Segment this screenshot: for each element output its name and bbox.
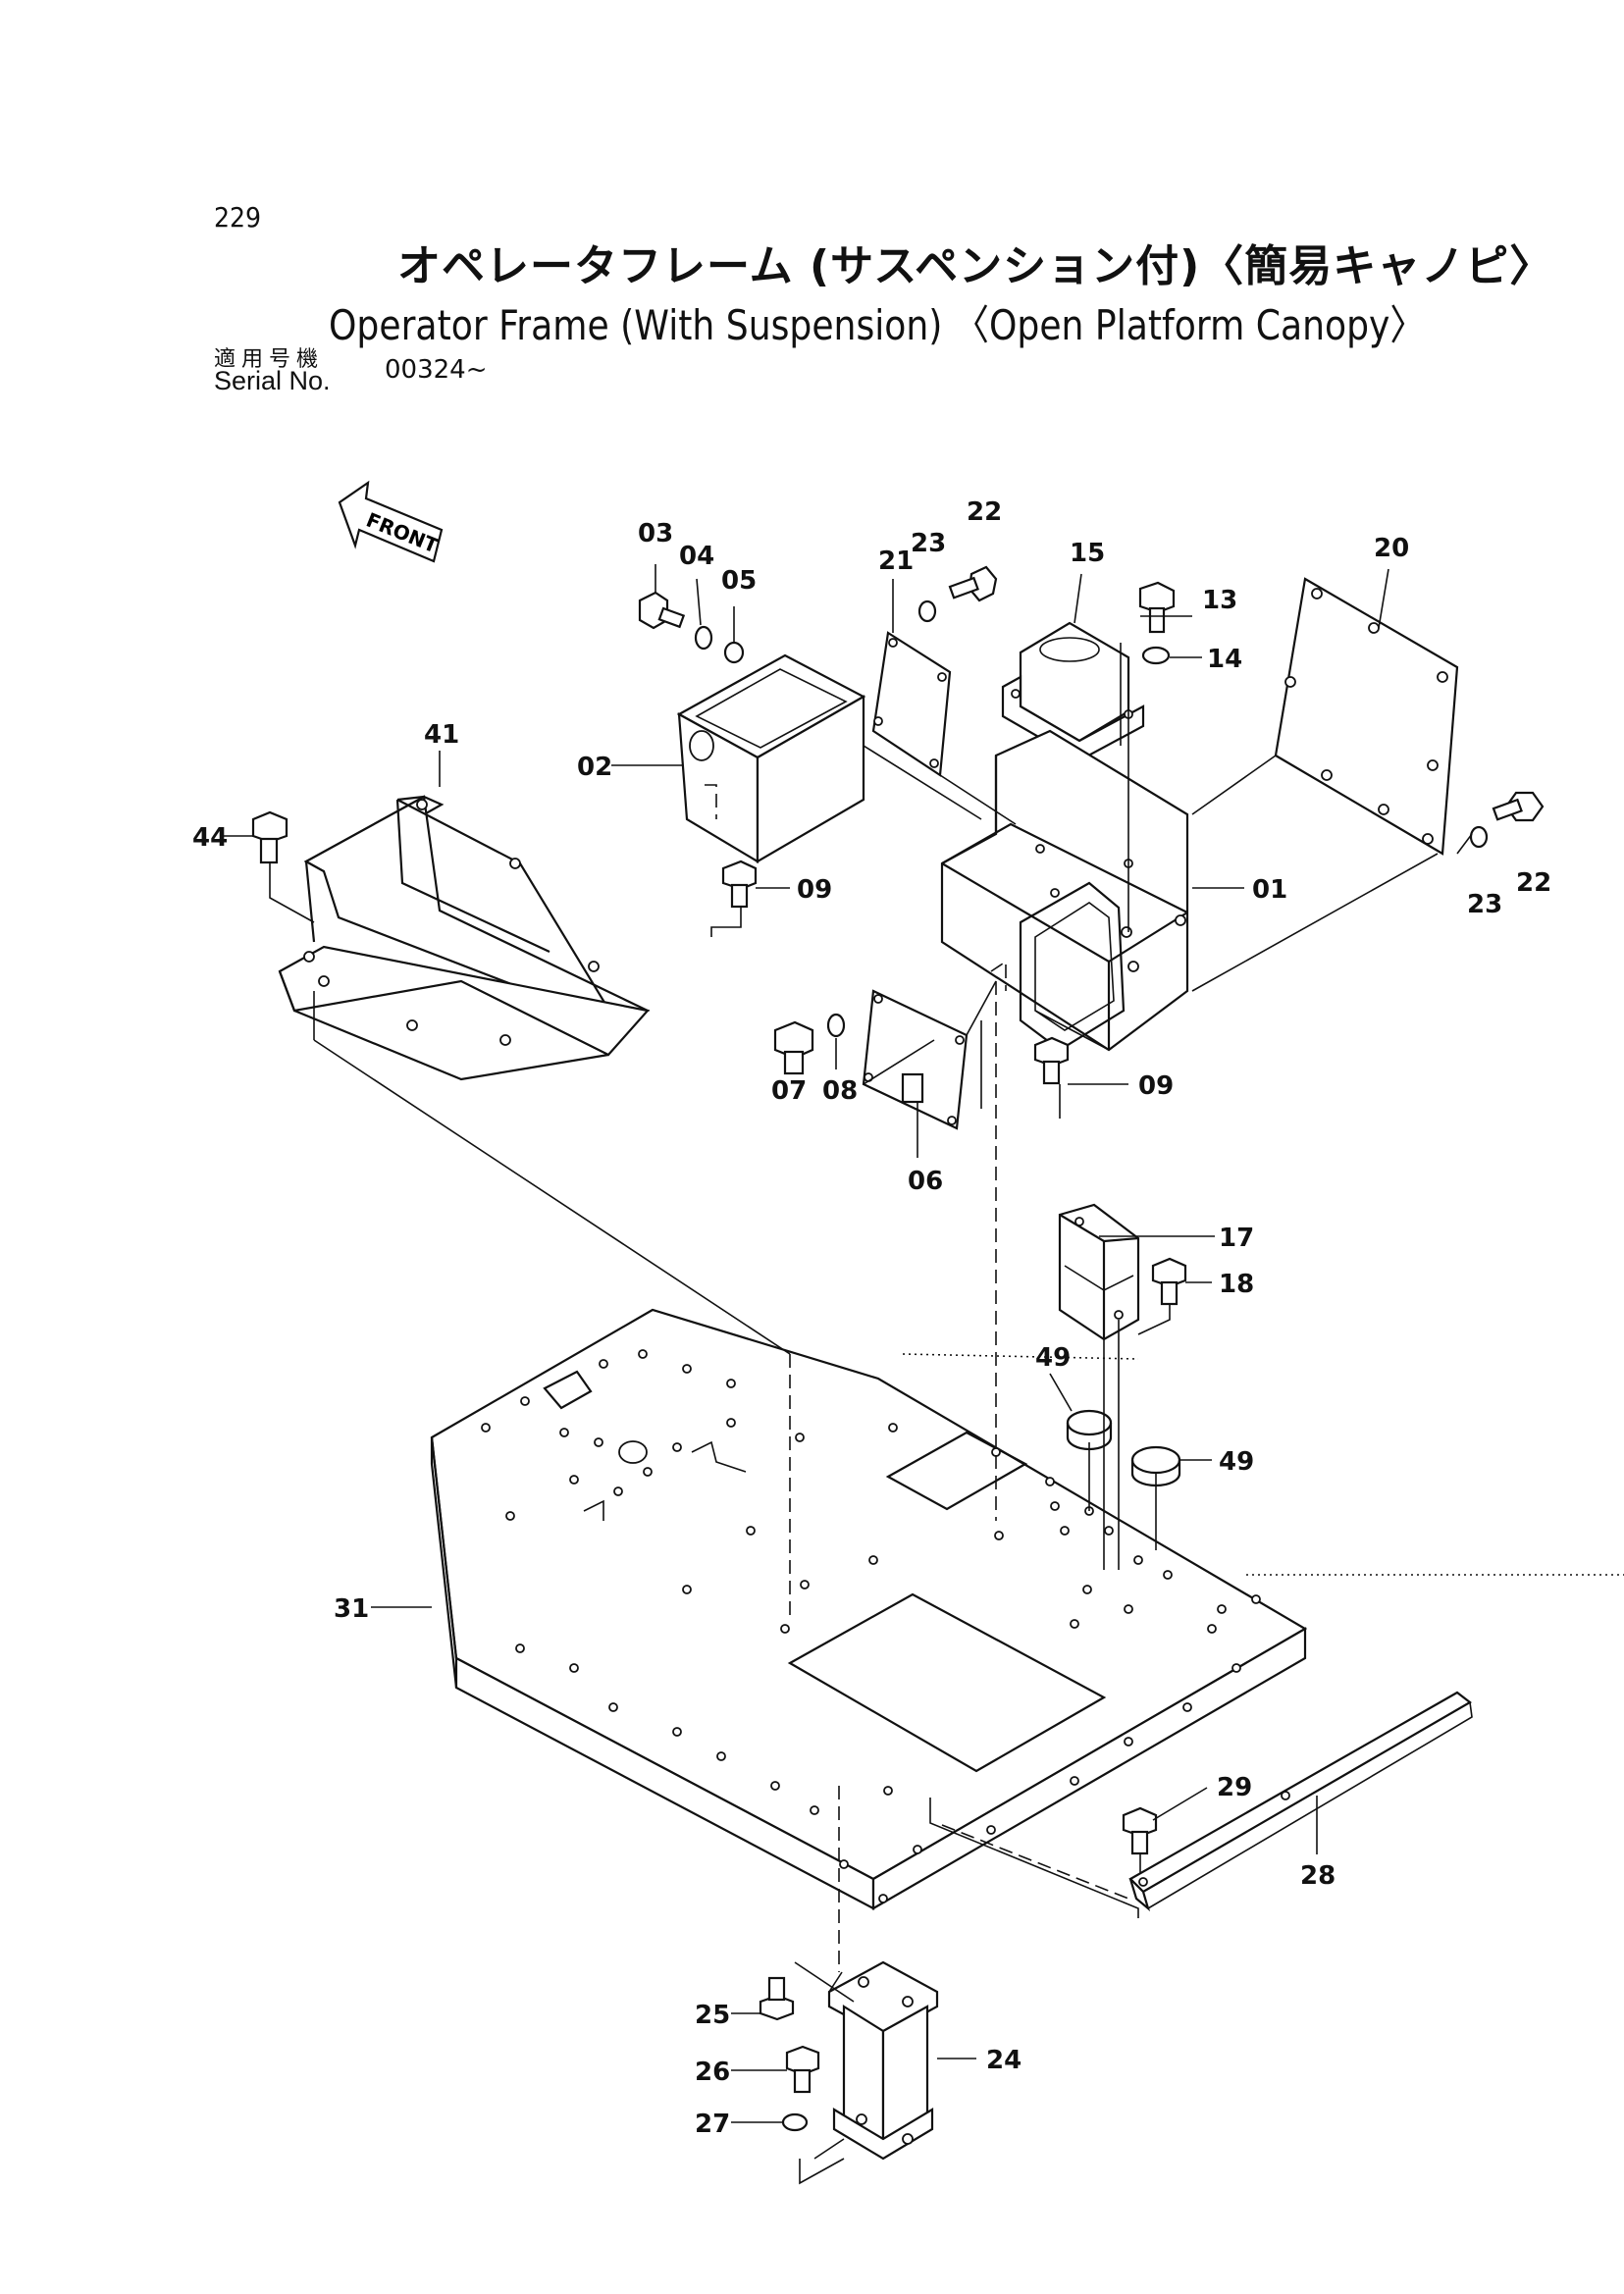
bolt-07-icon	[773, 1020, 814, 1075]
callout-04: 04	[679, 542, 714, 571]
washer-08-icon	[826, 1013, 846, 1038]
bolt-03-icon	[638, 591, 686, 630]
washer-27-icon	[781, 2112, 809, 2132]
page-number: 229	[214, 201, 262, 234]
part-17-support	[1058, 1203, 1140, 1341]
bolt-22-top-icon	[948, 565, 998, 602]
callout-21: 21	[878, 547, 914, 576]
front-arrow-icon: FRONT	[338, 480, 444, 563]
callout-27: 27	[695, 2110, 730, 2139]
callout-09-lower: 09	[1138, 1071, 1174, 1101]
callout-08: 08	[822, 1076, 858, 1106]
leader-lines	[221, 564, 1389, 2123]
bolt-09-lower-icon	[1033, 1036, 1070, 1085]
callout-06: 06	[908, 1167, 943, 1196]
serial-label-japanese: 適用号機	[214, 347, 325, 372]
bolt-26-icon	[785, 2045, 820, 2094]
part-41-seat-bracket	[278, 795, 651, 1081]
washer-04-icon	[694, 625, 713, 651]
callout-26: 26	[695, 2058, 730, 2087]
callout-44: 44	[192, 823, 228, 853]
callout-05: 05	[721, 566, 757, 596]
callout-numbers: 01 02 03 04 05 06 07 08 09 09 13 14 15 1…	[192, 497, 1551, 2139]
callout-15: 15	[1070, 539, 1105, 568]
callout-01: 01	[1252, 875, 1287, 905]
washer-23-top-icon	[917, 600, 937, 623]
bolt-22-right-icon	[1492, 791, 1545, 822]
serial-value: 00324~	[385, 355, 488, 385]
part-06-cover-plate	[862, 989, 969, 1130]
callout-14: 14	[1207, 645, 1242, 674]
callout-09-upper: 09	[797, 875, 832, 905]
title-english: Operator Frame (With Suspension) 〈Open P…	[329, 301, 1426, 349]
part-01-console-box	[940, 729, 1189, 1052]
washer-14-icon	[1141, 646, 1171, 665]
part-20-side-panel	[1274, 577, 1459, 856]
callout-23-right: 23	[1467, 890, 1502, 919]
callout-23-top: 23	[911, 529, 946, 558]
callout-07: 07	[771, 1076, 807, 1106]
part-15-top-bracket	[1001, 621, 1145, 762]
callout-03: 03	[638, 519, 673, 548]
assembly-guide-lines	[269, 643, 1624, 2185]
bolt-09-upper-icon	[721, 860, 758, 909]
serial-label-english: Serial No.	[214, 366, 331, 395]
washer-23-right-icon	[1469, 825, 1489, 849]
bolt-29-icon	[1122, 1806, 1158, 1855]
washer-05-icon	[723, 641, 745, 664]
callout-13: 13	[1202, 586, 1237, 615]
callout-25: 25	[695, 2001, 730, 2030]
callout-41: 41	[424, 720, 459, 750]
callout-29: 29	[1217, 1773, 1252, 1802]
callout-49-right: 49	[1219, 1447, 1254, 1477]
callout-22-right: 22	[1516, 868, 1551, 898]
callout-17: 17	[1219, 1224, 1254, 1253]
bolt-13-icon	[1138, 581, 1176, 634]
callout-31: 31	[334, 1594, 369, 1624]
callout-22-top: 22	[967, 497, 1002, 527]
callout-18: 18	[1219, 1270, 1254, 1299]
title-japanese: オペレータフレーム (サスペンション付)〈簡易キャノピ〉	[397, 241, 1554, 291]
callout-28: 28	[1300, 1861, 1336, 1891]
part-02-box	[676, 653, 866, 863]
callout-49-left: 49	[1035, 1343, 1071, 1373]
floor-holes	[481, 1349, 1261, 1903]
callout-24: 24	[986, 2046, 1022, 2075]
bolt-25-icon	[759, 1976, 795, 2021]
callout-02: 02	[577, 753, 612, 782]
part-21-cover	[871, 631, 952, 777]
bolt-18-icon	[1151, 1257, 1187, 1306]
part-28-rail	[1128, 1691, 1473, 1912]
part-49-rubber-mounts	[1066, 1409, 1181, 1487]
bolt-44-icon	[251, 810, 288, 864]
part-31-floor-plate	[430, 1308, 1308, 1910]
part-24-lower-bracket	[827, 1960, 939, 2161]
callout-20: 20	[1374, 534, 1409, 563]
